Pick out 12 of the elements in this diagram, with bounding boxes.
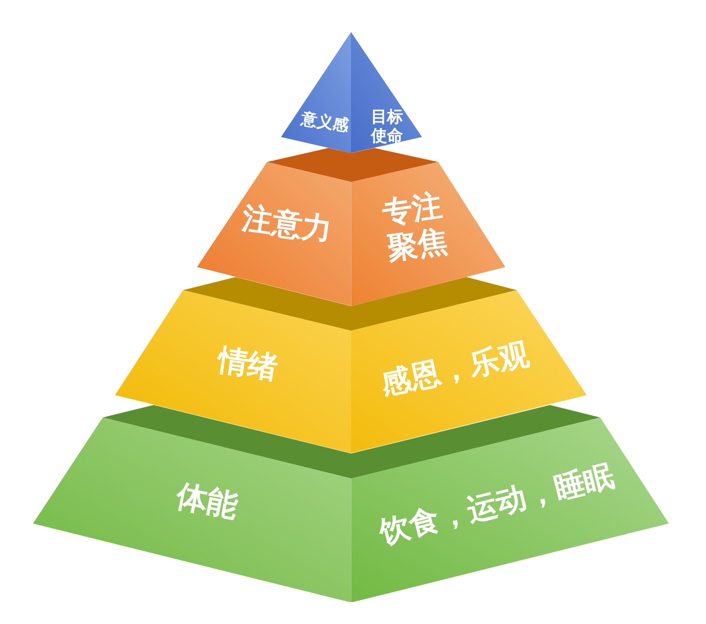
tier-label: 体能 xyxy=(173,478,241,526)
pyramid-tier xyxy=(115,276,587,453)
tier-label: 注意力 xyxy=(240,200,334,250)
tier-description: 饮食，运动，睡眠 xyxy=(376,458,618,552)
tier-description: 专注聚焦 xyxy=(379,188,451,268)
tier-label: 情绪 xyxy=(216,342,280,387)
pyramid-apex xyxy=(281,32,422,153)
pyramid-tier xyxy=(32,404,669,602)
tier-description: 目标使命 xyxy=(370,106,404,146)
tier-description: 感恩，乐观 xyxy=(378,336,532,404)
pyramid-tier xyxy=(196,148,505,306)
tier-label: 意义感 xyxy=(300,108,350,136)
